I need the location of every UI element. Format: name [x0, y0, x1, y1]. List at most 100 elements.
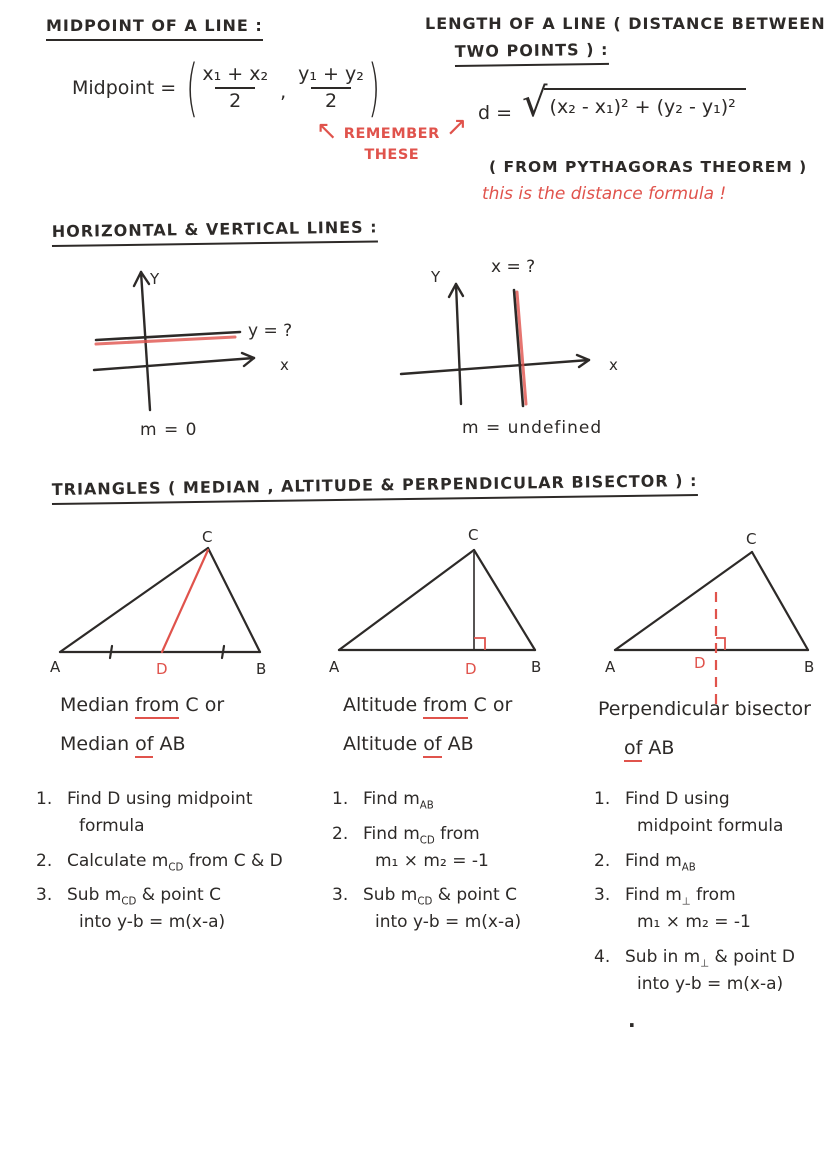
arrow-up-right-icon: ↗	[445, 112, 468, 142]
caption-median-line2: Median of AB	[60, 733, 224, 758]
caption-altitude-line1: Altitude from C or	[343, 694, 512, 719]
step-text: Calculate mCD from C & D	[67, 850, 283, 873]
perpendicular-bisector-triangle-diagram: A B C D	[605, 530, 814, 708]
side-bc	[472, 548, 537, 652]
remember-line1: REMEMBER	[343, 126, 440, 142]
step-number: 1.	[332, 789, 349, 809]
x-axis	[92, 356, 256, 372]
triangles-title-text: TRIANGLES ( MEDIAN , ALTITUDE & PERPENDI…	[51, 470, 698, 505]
radicand: (x₂ - x₁)² + (y₂ - y₁)²	[543, 88, 746, 118]
step-number: 3.	[332, 885, 349, 906]
caption-median: Median from C or Median of AB	[60, 694, 224, 772]
tick-mark-db	[220, 644, 226, 660]
vertical-slope-label: m = undefined	[462, 418, 603, 438]
median-line	[160, 548, 210, 654]
step-number: 2.	[332, 823, 349, 844]
vertex-a-label: A	[605, 658, 616, 676]
tick-mark-ad	[108, 644, 114, 660]
horizontal-line	[94, 330, 242, 342]
point-d-label: D	[156, 660, 168, 678]
vertex-b-label: B	[804, 658, 814, 676]
pythagoras-note: ( FROM PYTHAGORAS THEOREM )	[489, 158, 808, 176]
step-number: 3.	[594, 885, 611, 906]
triangles-section-title: TRIANGLES ( MEDIAN , ALTITUDE & PERPENDI…	[51, 470, 698, 505]
x-axis-label: x	[609, 356, 618, 374]
remember-line2: THESE	[364, 147, 420, 164]
vertical-line	[512, 288, 525, 408]
y-fraction-denominator: 2	[310, 87, 352, 113]
midpoint-section-title: MIDPOINT OF A LINE :	[46, 16, 263, 41]
vertex-a-label: A	[50, 658, 61, 676]
step-number: 2.	[594, 850, 611, 871]
x-axis	[399, 358, 591, 376]
vertical-line-red-highlight	[515, 290, 528, 406]
right-angle-mark	[716, 637, 726, 650]
hv-title-text: HORIZONTAL & VERTICAL LINES :	[51, 217, 378, 247]
length-section-title-line1: LENGTH OF A LINE ( DISTANCE BETWEEN	[425, 14, 826, 33]
step-text: Find mAB	[625, 850, 696, 873]
vertex-c-label: C	[202, 528, 212, 546]
y-axis	[454, 282, 463, 406]
remember-note-text: REMEMBER THESE	[344, 124, 440, 166]
x-fraction: x₁ + x₂ 2	[199, 62, 271, 114]
point-d-label: D	[465, 660, 477, 678]
x-axis-arrowhead	[575, 353, 591, 369]
arrow-up-left-icon: ↖	[316, 116, 338, 146]
distance-formula: d = √ (x₂ - x₁)² + (y₂ - y₁)²	[478, 83, 746, 128]
point-d-label: D	[694, 654, 706, 672]
x-fraction-numerator: x₁ + x₂	[202, 62, 269, 85]
horizontal-line-equation-label: y = ?	[248, 321, 292, 341]
x-fraction-denominator: 2	[215, 87, 256, 113]
caption-median-line1: Median from C or	[60, 694, 224, 719]
y-axis-label: Y	[149, 270, 160, 288]
horizontal-line-graph: Y x y = ?	[92, 270, 292, 412]
side-ac	[613, 550, 754, 652]
square-root: √ (x₂ - x₁)² + (y₂ - y₁)²	[522, 83, 746, 128]
vertex-a-label: A	[329, 658, 340, 676]
remember-note: ↖ REMEMBER THESE ↗	[316, 112, 468, 166]
caption-perp-line1: Perpendicular bisector	[598, 698, 811, 720]
distance-formula-note: this is the distance formula !	[482, 184, 727, 204]
list-item: 2. Calculate mCD from C & D	[36, 850, 321, 874]
step-number: 2.	[36, 850, 53, 871]
list-item: 1. Find mAB	[332, 788, 602, 812]
y-axis-arrowhead	[132, 270, 151, 288]
vertex-c-label: C	[746, 530, 756, 548]
length-section-title-line2: TWO POINTS ) :	[454, 39, 609, 67]
vertical-line-equation-label: x = ?	[491, 257, 535, 277]
right-angle-mark	[474, 637, 486, 650]
step-number: 4.	[594, 946, 611, 967]
midpoint-formula: Midpoint = ( x₁ + x₂ 2 , y₁ + y₂ 2 )	[72, 51, 381, 124]
caption-altitude-line2: Altitude of AB	[343, 733, 512, 758]
close-paren: )	[367, 51, 381, 124]
side-bc	[750, 550, 810, 652]
open-paren: (	[186, 51, 199, 124]
y-axis-arrowhead	[447, 282, 465, 299]
horizontal-line-red-highlight	[94, 335, 237, 346]
y-fraction-numerator: y₁ + y₂	[298, 62, 364, 85]
step-number: 1.	[594, 789, 611, 809]
step-number: 1.	[36, 789, 53, 809]
stray-pen-dot: .	[628, 1008, 636, 1032]
fraction-separator: ,	[280, 81, 287, 104]
radical-sign: √	[522, 80, 548, 126]
midpoint-title-text: MIDPOINT OF A LINE :	[46, 16, 263, 41]
step-text: Find mAB	[363, 789, 434, 812]
side-ac	[337, 548, 476, 652]
side-bc	[206, 546, 262, 654]
x-axis-label: x	[280, 356, 289, 374]
vertex-c-label: C	[468, 526, 478, 544]
